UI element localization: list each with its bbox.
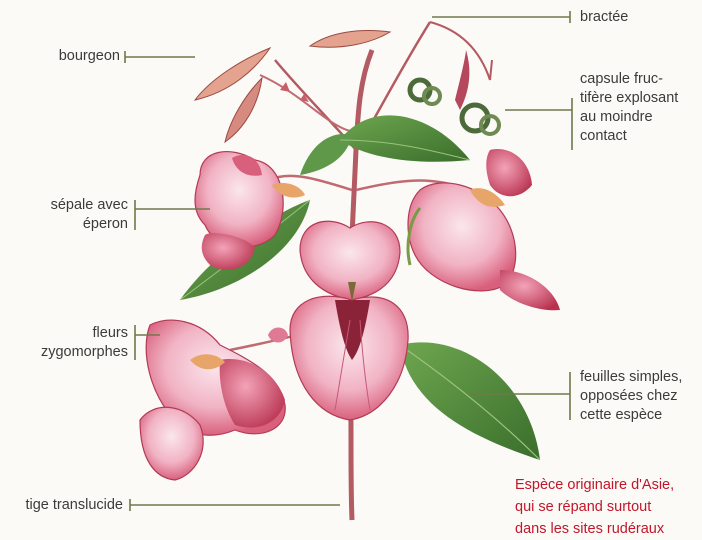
label-feuilles: feuilles simples, opposées chez cette es… <box>580 368 682 425</box>
note-line-1: Espèce originaire d'Asie, <box>515 474 674 496</box>
label-fleurs-line-2: zygomorphes <box>10 343 128 362</box>
label-feuilles-line-1: feuilles simples, <box>580 368 682 387</box>
label-capsule-line-4: contact <box>580 127 678 146</box>
note-line-3: dans les sites rudéraux <box>515 518 674 540</box>
label-tige: tige translucide <box>0 496 123 515</box>
flower-right <box>408 149 560 310</box>
label-feuilles-line-2: opposées chez <box>580 387 682 406</box>
label-fleurs: fleurs zygomorphes <box>10 324 128 362</box>
label-bourgeon: bourgeon <box>40 47 120 66</box>
label-capsule-line-2: tifère explosant <box>580 89 678 108</box>
label-bractee: bractée <box>580 8 628 27</box>
label-capsule-line-3: au moindre <box>580 108 678 127</box>
label-feuilles-line-3: cette espèce <box>580 406 682 425</box>
capsules <box>410 50 499 134</box>
label-sepale: sépale avec éperon <box>10 196 128 234</box>
label-capsule: capsule fruc- tifère explosant au moindr… <box>580 70 678 146</box>
note-origin: Espèce originaire d'Asie, qui se répand … <box>515 474 674 540</box>
label-fleurs-line-1: fleurs <box>10 324 128 343</box>
flower-center <box>290 221 408 420</box>
label-capsule-line-1: capsule fruc- <box>580 70 678 89</box>
label-sepale-line-2: éperon <box>10 215 128 234</box>
note-line-2: qui se répand surtout <box>515 496 674 518</box>
label-sepale-line-1: sépale avec <box>10 196 128 215</box>
